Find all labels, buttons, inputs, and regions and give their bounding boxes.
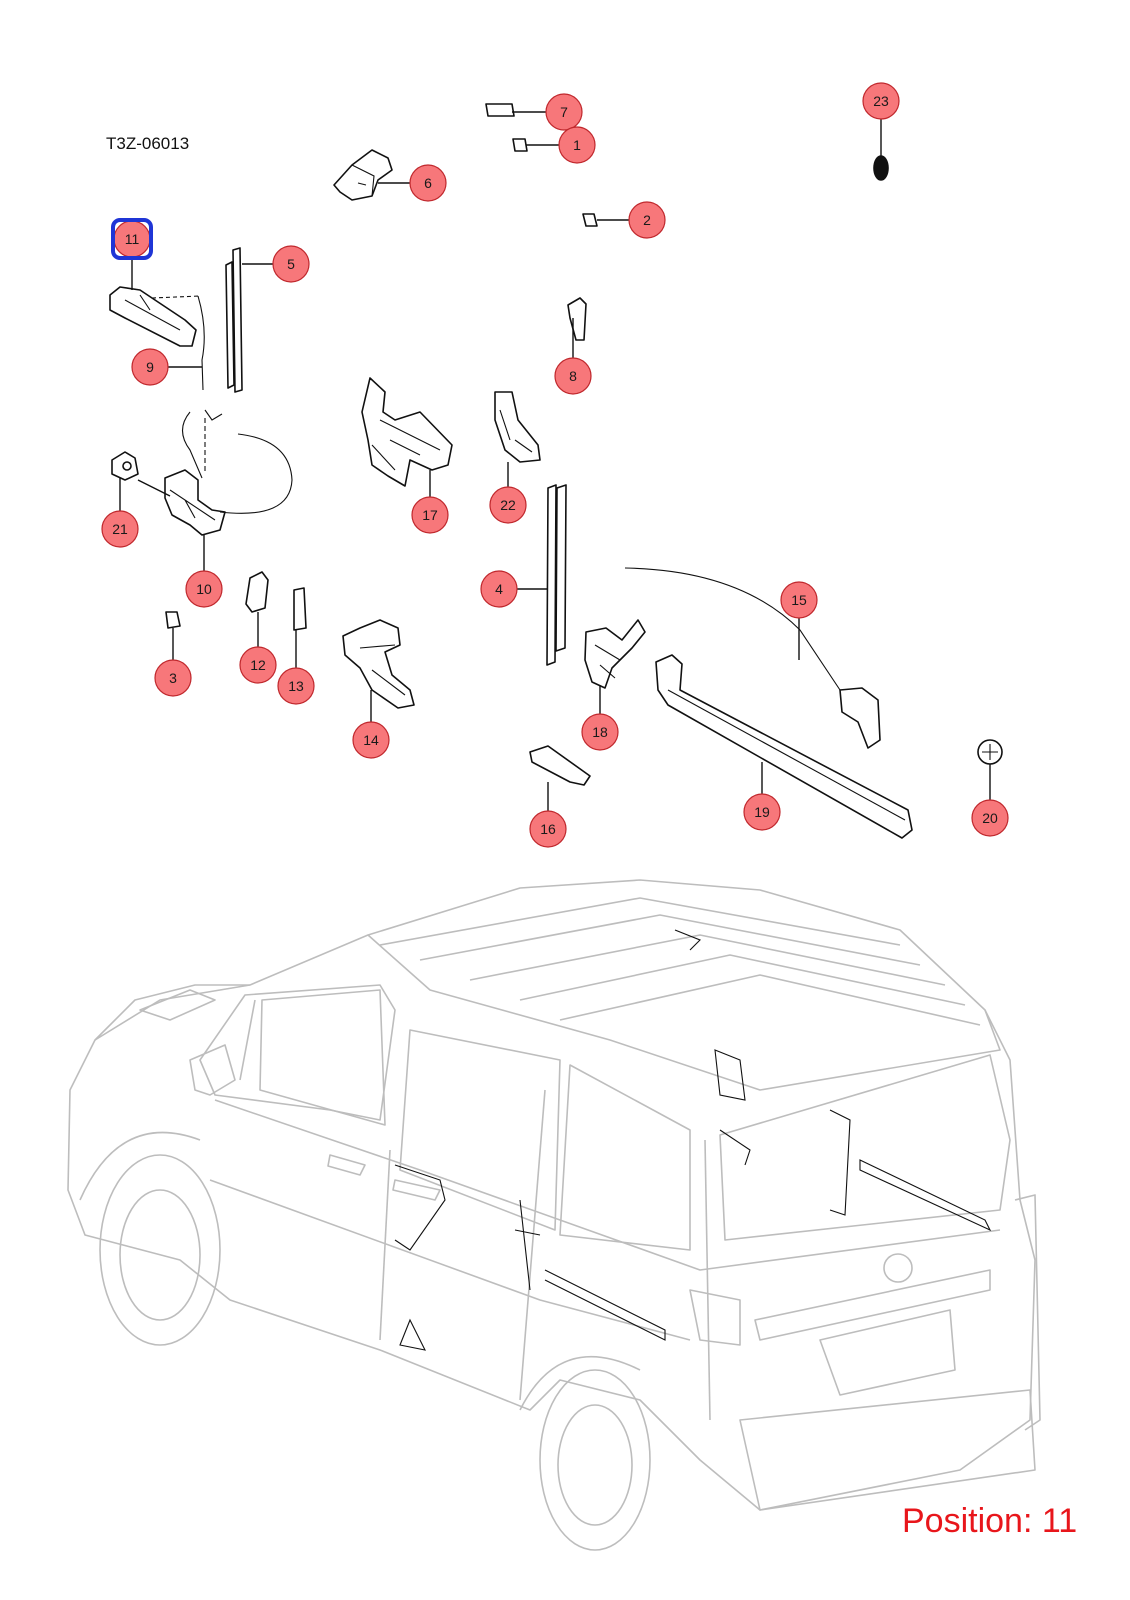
svg-text:19: 19 bbox=[754, 804, 770, 820]
svg-text:7: 7 bbox=[560, 104, 568, 120]
svg-text:5: 5 bbox=[287, 256, 295, 272]
callout-8[interactable]: 8 bbox=[554, 357, 592, 395]
parts-line-art bbox=[109, 103, 1003, 839]
leader-lines bbox=[119, 111, 991, 811]
callout-21[interactable]: 21 bbox=[101, 510, 139, 548]
callout-12[interactable]: 12 bbox=[239, 646, 277, 684]
callout-14[interactable]: 14 bbox=[352, 721, 390, 759]
van-illustration bbox=[67, 879, 1041, 1551]
callout-11[interactable]: 11 bbox=[113, 220, 151, 258]
callout-23[interactable]: 23 bbox=[862, 82, 900, 120]
callout-22[interactable]: 22 bbox=[489, 486, 527, 524]
callout-6[interactable]: 6 bbox=[409, 164, 447, 202]
callout-4[interactable]: 4 bbox=[480, 570, 518, 608]
callouts: 7 1 2 23 6 5 11 9 8 17 22 21 10 4 15 12 … bbox=[101, 82, 1009, 848]
svg-text:22: 22 bbox=[500, 497, 516, 513]
svg-text:3: 3 bbox=[169, 670, 177, 686]
callout-15[interactable]: 15 bbox=[780, 581, 818, 619]
svg-text:2: 2 bbox=[643, 212, 651, 228]
svg-text:10: 10 bbox=[196, 581, 212, 597]
svg-text:6: 6 bbox=[424, 175, 432, 191]
callout-1[interactable]: 1 bbox=[558, 126, 596, 164]
callout-3[interactable]: 3 bbox=[154, 659, 192, 697]
callout-2[interactable]: 2 bbox=[628, 201, 666, 239]
svg-text:12: 12 bbox=[250, 657, 266, 673]
svg-text:9: 9 bbox=[146, 359, 154, 375]
svg-text:4: 4 bbox=[495, 581, 503, 597]
svg-text:15: 15 bbox=[791, 592, 807, 608]
callout-10[interactable]: 10 bbox=[185, 570, 223, 608]
callout-19[interactable]: 19 bbox=[743, 793, 781, 831]
callout-9[interactable]: 9 bbox=[131, 348, 169, 386]
svg-text:16: 16 bbox=[540, 821, 556, 837]
callout-7[interactable]: 7 bbox=[545, 93, 583, 131]
svg-text:14: 14 bbox=[363, 732, 379, 748]
svg-text:11: 11 bbox=[125, 231, 140, 247]
callout-13[interactable]: 13 bbox=[277, 667, 315, 705]
svg-text:8: 8 bbox=[569, 368, 577, 384]
svg-text:21: 21 bbox=[112, 521, 128, 537]
callout-16[interactable]: 16 bbox=[529, 810, 567, 848]
diagram-code: T3Z-06013 bbox=[106, 134, 190, 153]
callout-5[interactable]: 5 bbox=[272, 245, 310, 283]
svg-text:18: 18 bbox=[592, 724, 608, 740]
callout-20[interactable]: 20 bbox=[971, 799, 1009, 837]
highlight-box-11 bbox=[111, 218, 153, 260]
svg-text:13: 13 bbox=[288, 678, 304, 694]
callout-17[interactable]: 17 bbox=[411, 496, 449, 534]
position-label: Position: 11 bbox=[902, 1502, 1078, 1540]
svg-text:17: 17 bbox=[422, 507, 438, 523]
callout-18[interactable]: 18 bbox=[581, 713, 619, 751]
svg-text:23: 23 bbox=[873, 93, 889, 109]
svg-text:1: 1 bbox=[573, 137, 581, 153]
svg-text:20: 20 bbox=[982, 810, 998, 826]
